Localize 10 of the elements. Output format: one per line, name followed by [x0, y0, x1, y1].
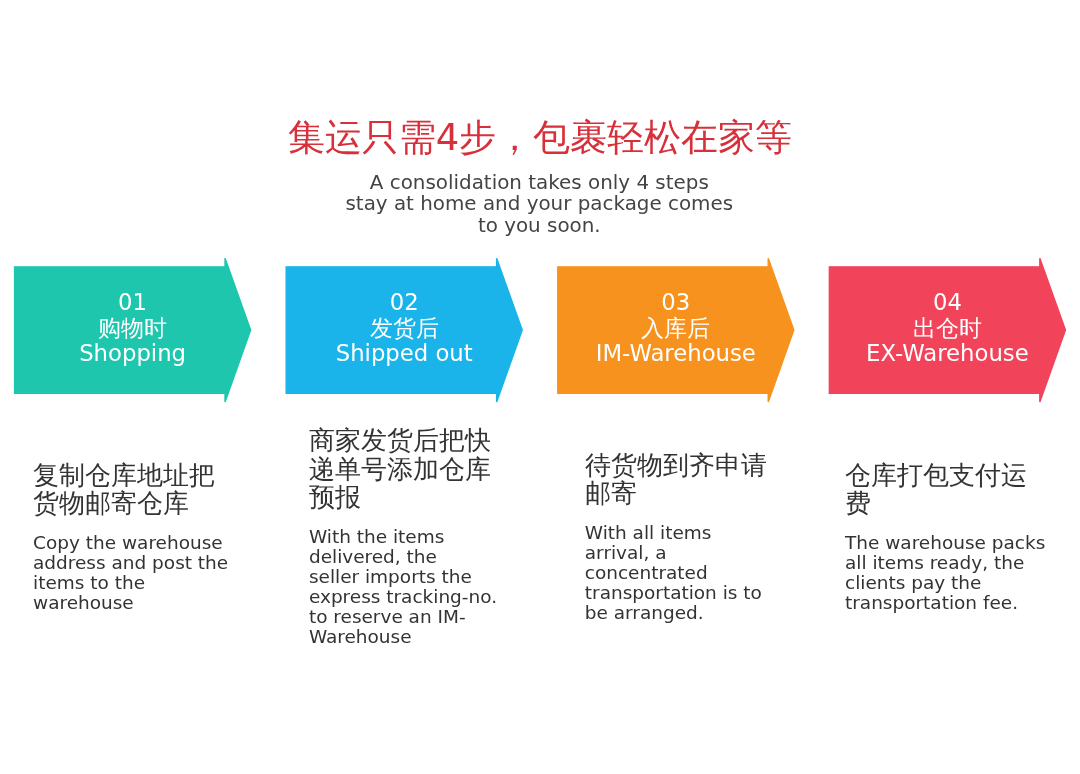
node-label: 待货物到齐申请邮寄: [584, 449, 767, 509]
node-label: 仓库打包支付运费: [845, 459, 1028, 518]
node-label: The warehouse packs all items ready, the clients pay the transportation fee.: [845, 531, 1046, 613]
node-label: 复制仓库地址把货物邮寄仓库: [33, 459, 216, 518]
node-label: With the items delivered, the seller imports the express tracking-no. to reserve an IM-Warehouse: [308, 526, 498, 647]
diagram-title: 集运只需4步，包裹轻松在家等: [287, 115, 793, 159]
label: A consolidation takes only 4 steps stay at home and your package comes to you soon.: [345, 170, 734, 237]
node-label: Copy the warehouse address and post the items to the warehouse: [33, 531, 229, 613]
node-label: With all items arrival, a concentrated transportation is to be arranged.: [584, 522, 762, 623]
node-label: 商家发货后把快递单号添加仓库预报: [308, 425, 491, 513]
